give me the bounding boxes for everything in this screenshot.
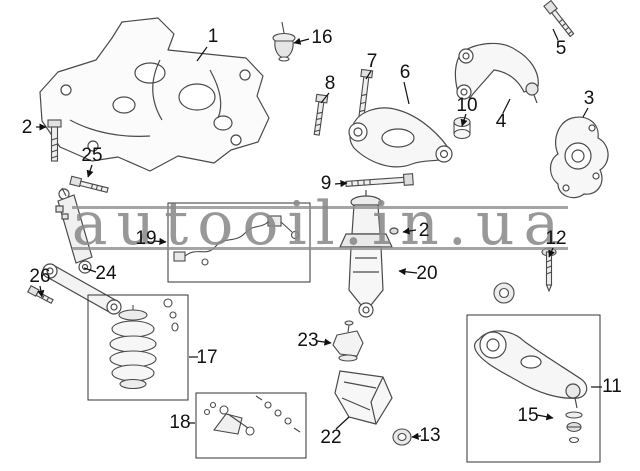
part-bushing-10 xyxy=(453,116,471,140)
part-rear-lower-control-arm xyxy=(473,330,588,409)
box-kit-11 xyxy=(466,314,601,463)
part-ball-joint-hardware-15 xyxy=(565,411,583,444)
part-bolt-12 xyxy=(493,247,557,304)
part-cushion-mount xyxy=(332,320,364,362)
part-bolt-8 xyxy=(313,93,329,136)
part-upper-ball-joint xyxy=(272,21,296,62)
part-bolt-25 xyxy=(69,175,109,193)
part-lateral-arm xyxy=(42,263,122,315)
part-subframe-crossmember xyxy=(39,17,270,172)
part-bolt-26 xyxy=(27,285,54,305)
part-bolt-2 xyxy=(47,119,62,162)
part-bolt-5 xyxy=(543,0,575,38)
box-kit-19 xyxy=(167,202,311,283)
box-kit-17 xyxy=(87,294,189,401)
kit-boxes xyxy=(87,202,601,463)
part-air-strut xyxy=(339,190,399,318)
part-steering-knuckle xyxy=(549,116,609,199)
box-kit-18 xyxy=(195,392,307,459)
part-suspension-arm-6 xyxy=(348,107,453,168)
part-upper-control-arm xyxy=(454,42,539,104)
part-air-spring xyxy=(109,298,179,390)
part-height-sensor-harness xyxy=(173,215,300,266)
part-sensor-link-kit xyxy=(203,395,301,436)
part-grommet xyxy=(392,428,412,446)
part-bolt-rod-9 xyxy=(345,173,414,187)
part-protector-shield xyxy=(334,370,393,425)
part-shock-absorber xyxy=(55,187,93,274)
